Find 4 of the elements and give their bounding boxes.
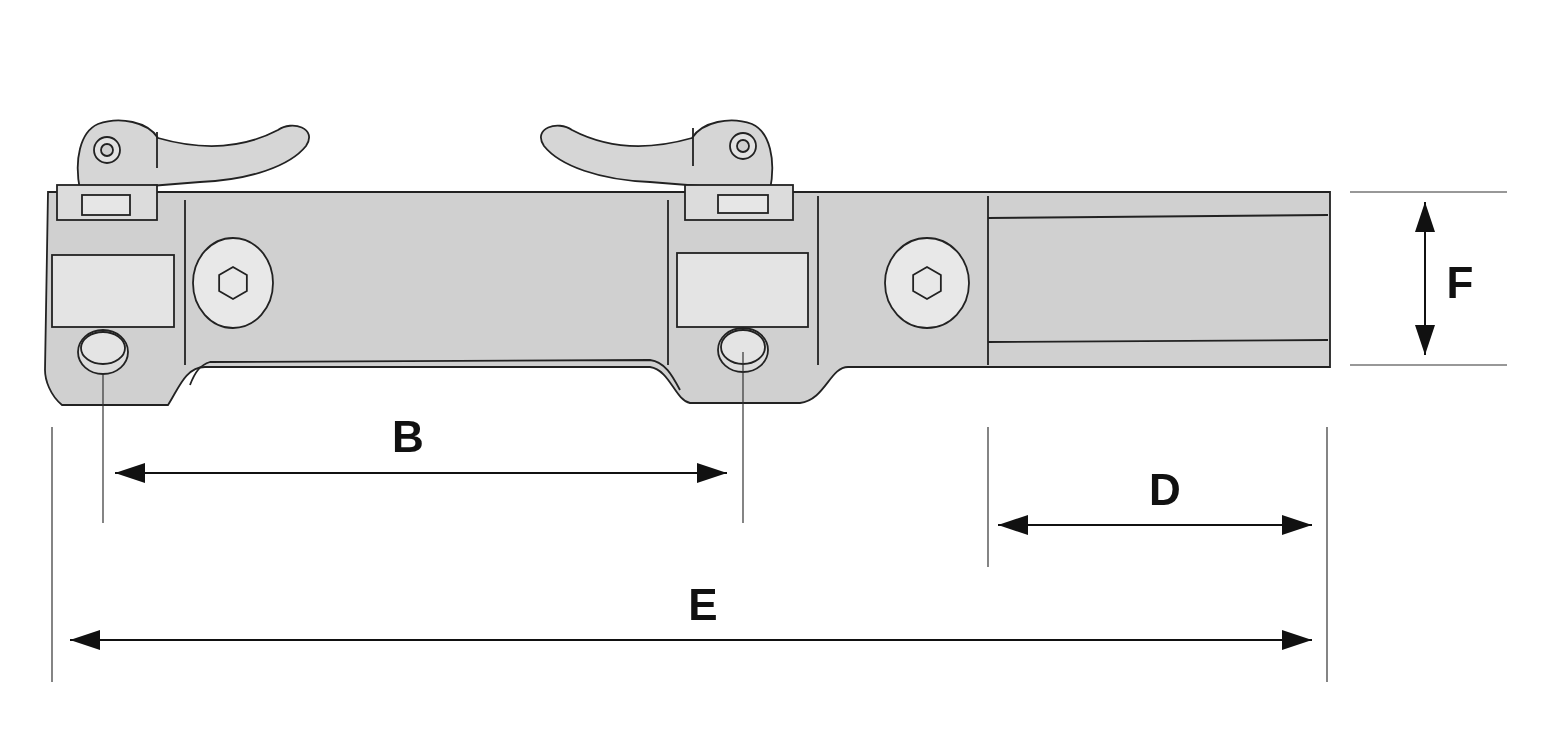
dimension-label: D [1149,468,1181,512]
dimension-label: B [392,415,424,459]
dimension-label: F [1446,261,1474,305]
dimension-label: E [688,583,718,627]
